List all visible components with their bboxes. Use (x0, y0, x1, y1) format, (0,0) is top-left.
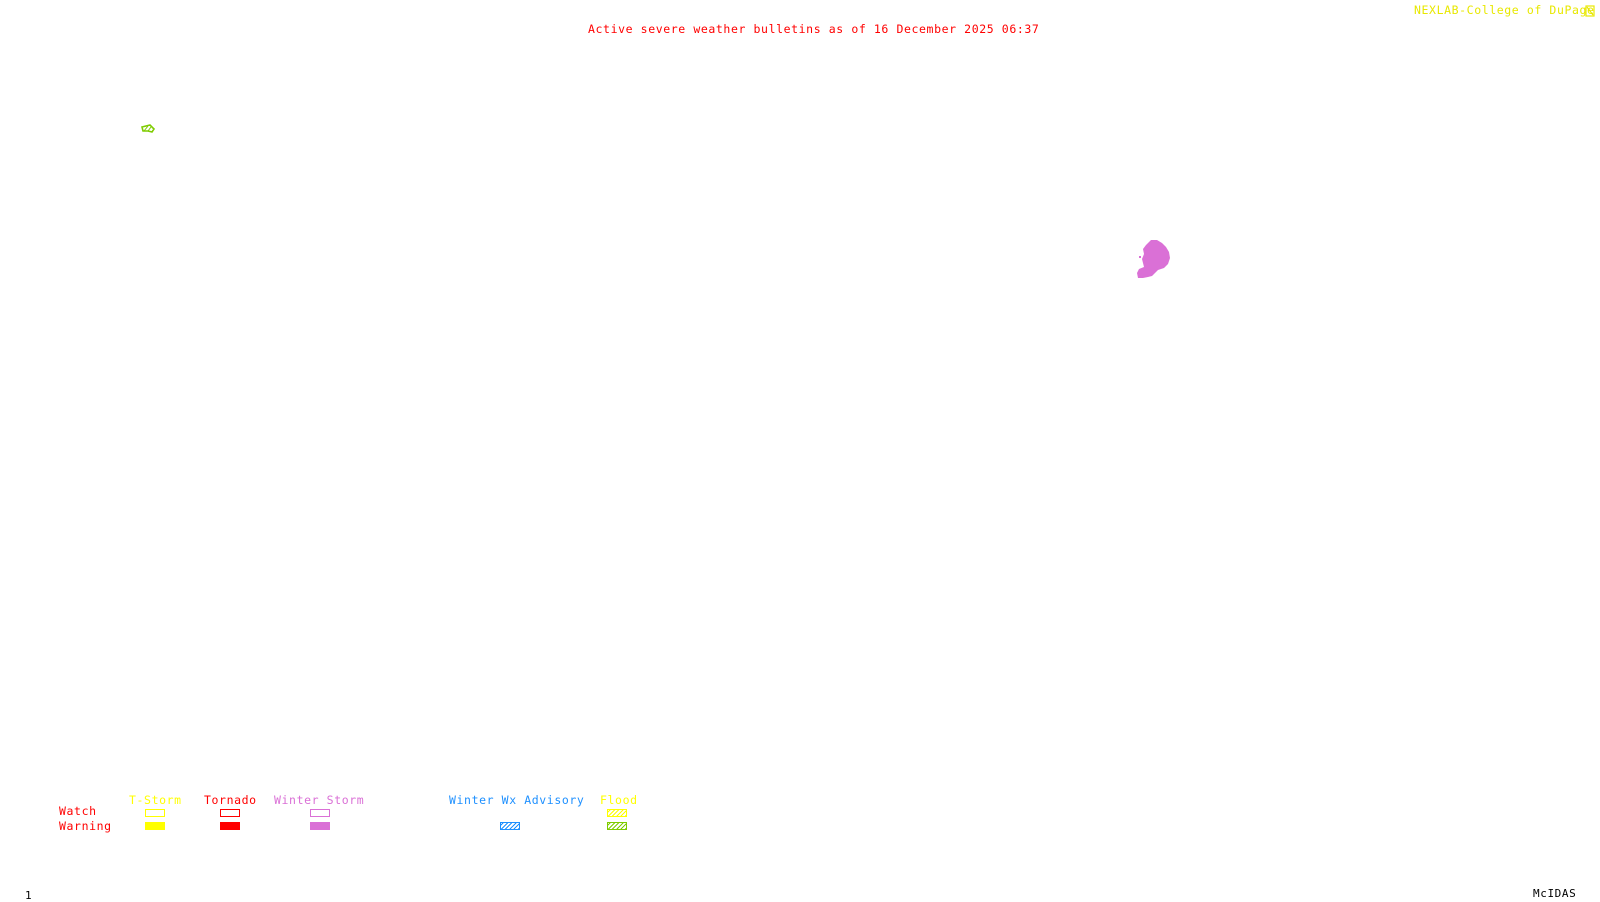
swatch-tornado-warning (220, 822, 240, 830)
software-label: McIDAS (1533, 887, 1577, 900)
swatch-flood-watch (607, 809, 627, 817)
bulletin-title: Active severe weather bulletins as of 16… (588, 22, 1040, 36)
legend-col-winter-storm: Winter Storm (274, 793, 365, 807)
legend-row-warning: Warning (59, 819, 112, 833)
swatch-tornado-watch (220, 809, 240, 817)
swatch-flood-warning (607, 822, 627, 830)
credit-label: NEXLAB-College of DuPage (1414, 3, 1595, 17)
winter-storm-warning-area[interactable] (1137, 240, 1170, 278)
legend-col-tstorm: T-Storm (129, 793, 182, 807)
frame-number: 1 (25, 889, 33, 902)
swatch-tstorm-watch (145, 809, 165, 817)
swatch-winter-advisory (500, 822, 520, 830)
flood-warning-area[interactable] (141, 124, 156, 133)
legend-col-winter-advisory: Winter Wx Advisory (449, 793, 585, 807)
legend-col-tornado: Tornado (204, 793, 257, 807)
swatch-winter-storm-warning (310, 822, 330, 830)
swatch-winter-storm-watch (310, 809, 330, 817)
legend-row-watch: Watch (59, 804, 97, 818)
swatch-tstorm-warning (145, 822, 165, 830)
legend-col-flood: Flood (600, 793, 638, 807)
winter-storm-fragment (1139, 256, 1141, 258)
